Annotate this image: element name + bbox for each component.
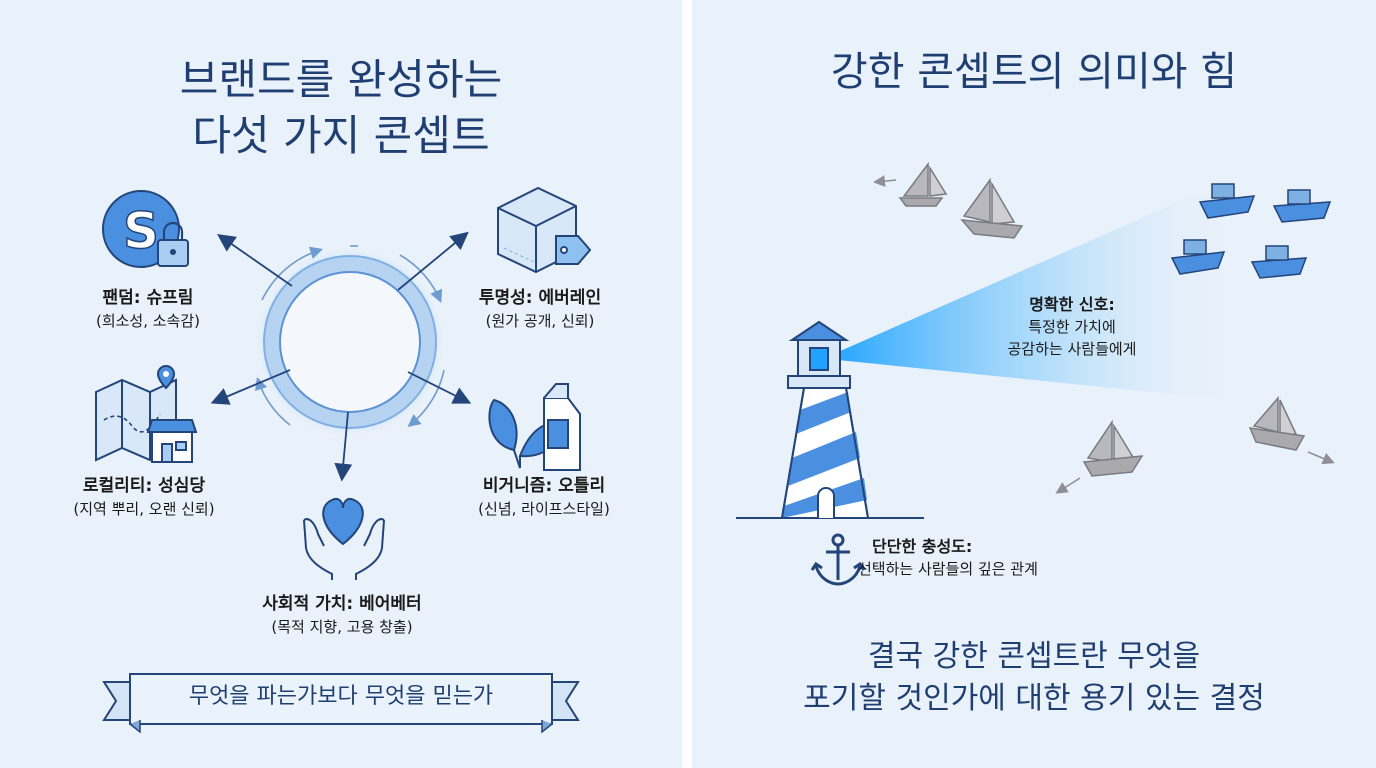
- panel-divider: [682, 0, 692, 768]
- concept-desc: (희소성, 소속감): [95, 312, 201, 330]
- loyalty-head: 단단한 충성도:: [872, 537, 973, 556]
- sailboat-icon: [960, 177, 1024, 239]
- signal-note: 명확한 신호: 특정한 가치에 공감하는 사람들에게: [962, 294, 1182, 360]
- central-ring: [252, 244, 448, 440]
- left-panel: S: [0, 0, 682, 768]
- map-store-icon: [95, 365, 198, 463]
- ribbon-banner: [102, 673, 580, 734]
- concept-fandom: 팬덤: 슈프림 (희소성, 소속감): [18, 286, 278, 332]
- concept-name: 팬덤: 슈프림: [102, 288, 194, 308]
- concept-desc: (신념, 라이프스타일): [478, 500, 610, 518]
- concept-locality: 로컬리티: 성심당 (지역 뿌리, 오랜 신뢰): [14, 474, 274, 520]
- left-title-line1: 브랜드를 완성하는: [179, 55, 503, 104]
- light-beam: [838, 196, 1230, 400]
- right-illustration: [736, 161, 1335, 586]
- concept-desc: (원가 공개, 신뢰): [485, 312, 595, 330]
- left-illustration: S: [95, 186, 592, 734]
- left-title-line2: 다섯 가지 콘셉트: [192, 111, 490, 160]
- blue-boat-icon: [1250, 245, 1308, 279]
- sailboat-icon: [873, 161, 948, 207]
- s-logo-lock-icon: S: [102, 190, 189, 268]
- anchor-icon: [810, 533, 866, 586]
- loyalty-body: 선택하는 사람들의 깊은 관계: [858, 560, 1038, 578]
- conclusion-line2: 포기할 것인가에 대한 용기 있는 결정: [803, 681, 1265, 716]
- concept-name: 비거니즘: 오틀리: [482, 476, 606, 496]
- blue-boat-icon: [1272, 189, 1332, 223]
- concept-veganism: 비거니즘: 오틀리 (신념, 라이프스타일): [414, 474, 674, 520]
- concept-desc: (지역 뿌리, 오랜 신뢰): [73, 500, 215, 518]
- signal-line1: 특정한 가치에: [1028, 318, 1116, 336]
- right-title: 강한 콘셉트의 의미와 힘: [830, 49, 1238, 95]
- banner-text: 무엇을 파는가보다 무엇을 믿는가: [188, 684, 494, 709]
- conclusion: 결국 강한 콘셉트란 무엇을 포기할 것인가에 대한 용기 있는 결정: [692, 636, 1376, 720]
- radiating-arrows: [210, 231, 472, 482]
- conclusion-line1: 결국 강한 콘셉트란 무엇을: [867, 639, 1201, 674]
- sailboat-icon: [1248, 395, 1335, 465]
- svg-text:S: S: [123, 202, 159, 260]
- blue-boat-icon: [1170, 239, 1226, 275]
- concept-name: 사회적 가치: 베어베터: [262, 594, 422, 614]
- right-panel: 강한 콘셉트의 의미와 힘 명확한 신호: 특정한 가치에 공감하는 사람들에게…: [692, 0, 1376, 768]
- loyalty-note: 단단한 충성도: 선택하는 사람들의 깊은 관계: [858, 536, 1138, 580]
- concept-social-value: 사회적 가치: 베어베터 (목적 지향, 고용 창출): [212, 592, 472, 638]
- concept-desc: (목적 지향, 고용 창출): [271, 618, 413, 636]
- concept-name: 로컬리티: 성심당: [82, 476, 206, 496]
- hands-heart-icon: [303, 498, 385, 580]
- blue-boat-icon: [1198, 183, 1256, 219]
- sailboat-icon: [1055, 419, 1144, 494]
- concept-name: 투명성: 에버레인: [478, 288, 602, 308]
- box-price-tag-icon: [497, 186, 592, 274]
- signal-line2: 공감하는 사람들에게: [1007, 340, 1137, 358]
- concept-transparency: 투명성: 에버레인 (원가 공개, 신뢰): [410, 286, 670, 332]
- signal-head: 명확한 신호:: [1029, 295, 1115, 314]
- lighthouse-icon: [736, 320, 924, 519]
- leaf-milk-carton-icon: [488, 383, 581, 471]
